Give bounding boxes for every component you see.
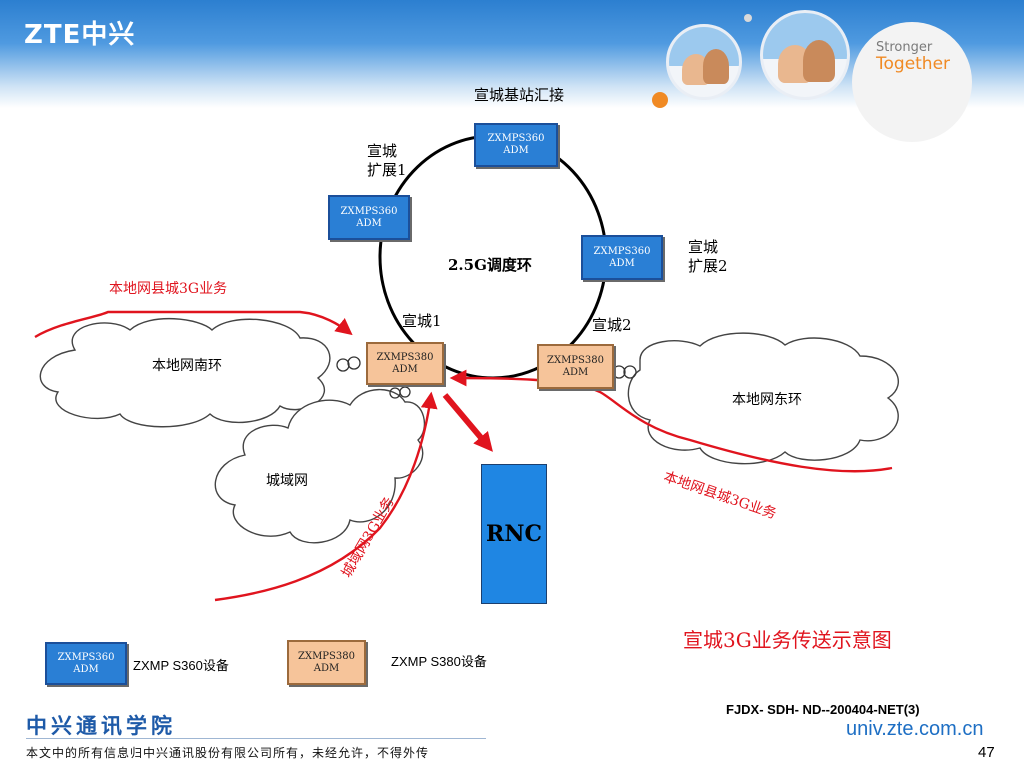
legend-s380-model: ZXMPS380: [298, 650, 355, 662]
fiber-coil-left: [336, 356, 411, 399]
flow-line-metro: [214, 391, 438, 602]
footer-copyright: 本文中的所有信息归中兴通讯股份有限公司所有，未经允许，不得外传: [26, 746, 430, 760]
device-ext2-model: ZXMPS360: [593, 245, 651, 257]
device-xc2-model: ZXMPS380: [547, 354, 604, 366]
footer-url: univ.zte.com.cn: [846, 718, 984, 740]
decor-dot-orange: [652, 92, 668, 108]
label-node-xc1: 宣城1: [402, 312, 442, 330]
rnc-label: RNC: [486, 521, 542, 547]
label-cloud-south: 本地网南环: [152, 358, 222, 374]
label-ring: 2.5G调度环: [448, 256, 532, 274]
device-xc2: ZXMPS380 ADM: [537, 344, 614, 389]
footer-divider: [26, 738, 486, 739]
diagram-title: 宣城3G业务传送示意图: [683, 628, 892, 652]
device-xc1-type: ADM: [392, 363, 418, 375]
slogan-badge: [852, 22, 972, 142]
label-cloud-east: 本地网东环: [732, 392, 802, 408]
header-photo-1: [666, 24, 742, 100]
fiber-coil-right: [612, 365, 637, 379]
header-photo-2: [760, 10, 850, 100]
device-top-model: ZXMPS360: [487, 133, 545, 144]
label-node-ext2: 宣城 扩展2: [688, 238, 728, 275]
rnc-arrow: [442, 393, 493, 452]
rnc-box: RNC: [481, 464, 547, 604]
slogan-text: Stronger Together: [876, 40, 951, 74]
device-ext2-type: ADM: [609, 257, 635, 269]
device-ext1-type: ADM: [356, 217, 382, 229]
zte-logo: ZTE中兴: [24, 20, 136, 50]
legend-s360-type: ADM: [73, 663, 99, 675]
label-flow-top: 本地网县城3G业务: [109, 281, 228, 297]
decor-dot-grey: [744, 14, 752, 22]
legend-s360-text: ZXMP S360设备: [133, 658, 229, 673]
device-ext2: ZXMPS360 ADM: [581, 235, 663, 280]
footer-school: 中兴通讯学院: [26, 714, 176, 738]
slogan-line2: Together: [876, 54, 951, 74]
legend-s360-swatch: ZXMPS360 ADM: [45, 642, 127, 685]
footer-doc-code: FJDX- SDH- ND--200404-NET(3): [726, 702, 920, 717]
flow-line-east: [449, 369, 893, 473]
flow-line-top: [34, 310, 353, 339]
cloud-east: [627, 332, 899, 465]
label-node-ext1: 宣城 扩展1: [367, 142, 407, 179]
legend-s380-swatch: ZXMPS380 ADM: [287, 640, 366, 685]
label-node-top: 宣城基站汇接: [474, 86, 565, 104]
device-xc1-model: ZXMPS380: [376, 351, 434, 363]
page-number: 47: [978, 744, 995, 761]
device-top-type: ADM: [503, 145, 529, 156]
legend-s380-text: ZXMP S380设备: [391, 654, 487, 669]
device-ext1: ZXMPS360 ADM: [328, 195, 410, 240]
device-ext1-model: ZXMPS360: [340, 205, 398, 217]
label-node-xc2: 宣城2: [592, 316, 632, 334]
device-xc2-type: ADM: [562, 366, 589, 378]
device-top: ZXMPS360 ADM: [474, 123, 558, 167]
legend-s360-model: ZXMPS360: [57, 651, 115, 663]
slogan-line1: Stronger: [876, 40, 933, 55]
device-xc1: ZXMPS380 ADM: [366, 342, 444, 385]
label-cloud-metro: 城域网: [266, 473, 308, 489]
legend-s380-type: ADM: [313, 662, 340, 674]
